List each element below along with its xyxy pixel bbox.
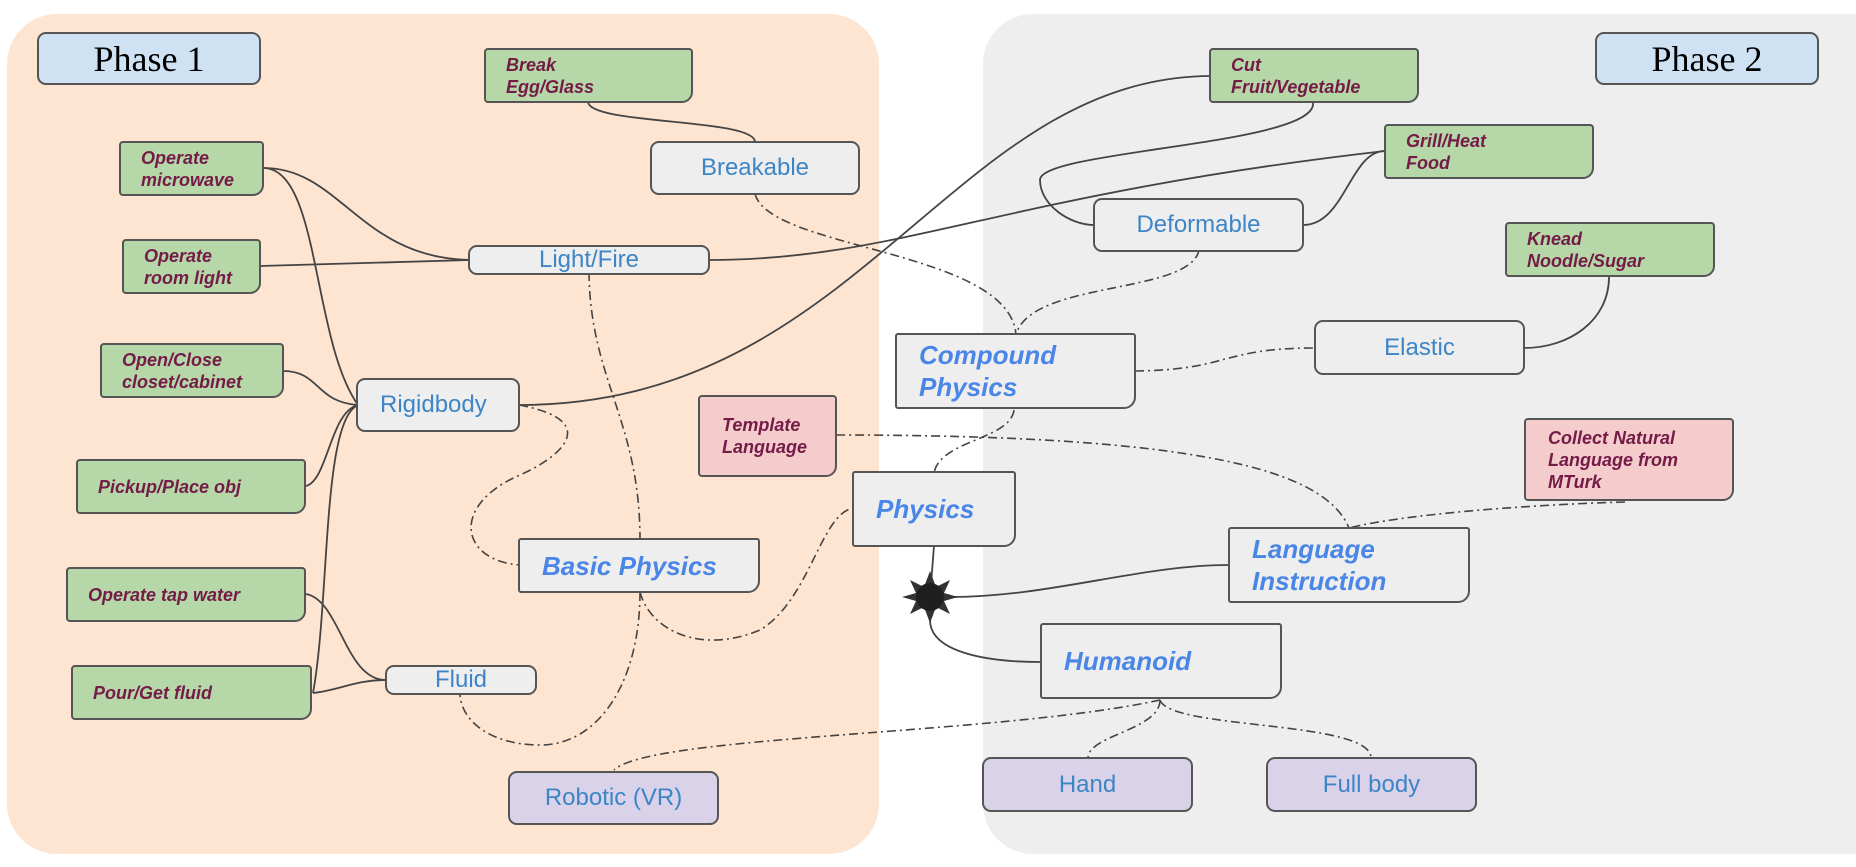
task-operate-tap-water-label: Operate tap water [88,584,241,605]
module-basic-physics-label: Basic Physics [542,550,717,581]
link-deformable-compound [1015,249,1200,336]
task-knead-noodle-sugar-label: Knead Noodle/Sugar [1527,228,1645,271]
link-humanoid-robotic [613,699,1161,771]
link-tapwater-fluid [305,593,387,681]
concept-deformable-label: Deformable [1136,211,1261,238]
link-basic-physics [639,507,854,641]
link-pour-fluid [312,679,387,694]
concept-elastic-label: Elastic [1384,333,1455,361]
link-microwave-lightfire [263,167,471,261]
task-break-egg-glass: Break Egg/Glass [484,48,693,103]
link-language-hub [949,564,1230,598]
phase2-text: Phase 2 [1651,38,1763,79]
link-closet-rigidbody [282,370,359,406]
link-humanoid-fullbody [1159,699,1372,759]
task-pour-get-fluid: Pour/Get fluid [71,665,312,720]
link-humanoid-hand [1087,699,1161,759]
link-breakable-compound [754,193,1017,336]
embodiment-full-body-label: Full body [1322,770,1421,798]
embodiment-hand: Hand [982,757,1193,812]
link-lightfire-grill [708,150,1386,261]
task-break-egg-glass-label: Break Egg/Glass [506,54,595,97]
link-knead-elastic [1523,276,1610,349]
module-humanoid: Humanoid [1040,623,1282,699]
concept-light-fire: Light/Fire [468,245,710,275]
link-mturk-language [1348,501,1626,529]
concept-rigidbody: Rigidbody [356,378,520,432]
module-language-instruction-label: Language Instruction [1252,534,1387,596]
concept-rigidbody-label: Rigidbody [380,391,487,418]
link-humanoid-hub [929,619,1042,663]
link-compound-elastic [1134,347,1316,372]
module-compound-physics: Compound Physics [895,333,1136,409]
task-grill-heat-food: Grill/Heat Food [1384,124,1594,179]
concept-breakable: Breakable [650,141,860,195]
task-operate-microwave: Operate microwave [119,141,264,196]
link-lightfire-basic [588,271,641,541]
concept-deformable: Deformable [1093,198,1304,252]
link-compound-physics [933,409,1015,474]
module-language-instruction: Language Instruction [1228,527,1470,603]
link-roomlight-lightfire [259,259,471,267]
embodiment-hand-label: Hand [1058,770,1117,798]
phase1-text: Phase 1 [93,38,205,79]
module-basic-physics: Basic Physics [518,538,760,593]
task-knead-noodle-sugar: Knead Noodle/Sugar [1505,222,1715,277]
concept-breakable-label: Breakable [700,154,810,181]
module-compound-physics-label: Compound Physics [919,340,1057,402]
task-open-close-closet: Open/Close closet/cabinet [100,343,284,398]
link-microwave-rigidbody [263,167,359,406]
mturk-language-label: Collect Natural Language from MTurk [1548,427,1679,492]
task-operate-room-light-label: Operate room light [144,245,232,288]
embodiment-robotic-vr: Robotic (VR) [508,771,719,825]
link-basic-fluid [459,591,641,746]
link-rigidbody-cut [518,75,1211,406]
phase1-label: Phase 1 [37,32,261,85]
task-cut-fruit-vegetable: Cut Fruit/Vegetable [1209,48,1419,103]
embodiment-full-body: Full body [1266,757,1477,812]
task-operate-room-light: Operate room light [122,239,261,294]
embodiment-robotic-vr-label: Robotic (VR) [544,784,683,811]
task-grill-heat-food-label: Grill/Heat Food [1406,130,1487,173]
mturk-language-source: Collect Natural Language from MTurk [1524,418,1734,501]
concept-light-fire-label: Light/Fire [538,246,640,273]
task-pickup-place: Pickup/Place obj [76,459,306,514]
link-cut-deformable [1039,101,1314,226]
task-open-close-closet-label: Open/Close closet/cabinet [122,349,243,392]
template-language-source: Template Language [698,395,837,477]
module-physics-label: Physics [876,494,975,524]
module-humanoid-label: Humanoid [1064,646,1192,676]
task-cut-fruit-vegetable-label: Cut Fruit/Vegetable [1231,54,1361,97]
link-deformable-grill [1302,150,1386,226]
template-language-label: Template Language [722,415,808,457]
phase2-label: Phase 2 [1595,32,1819,85]
concept-fluid: Fluid [385,665,537,695]
concept-elastic: Elastic [1314,320,1525,375]
task-operate-microwave-label: Operate microwave [141,147,235,190]
module-physics: Physics [852,471,1016,547]
task-operate-tap-water: Operate tap water [66,567,306,622]
task-pour-get-fluid-label: Pour/Get fluid [93,682,212,703]
task-pickup-place-label: Pickup/Place obj [98,476,242,497]
hub-circle [916,583,944,611]
concept-fluid-label: Fluid [434,666,488,693]
hub-node [902,571,958,623]
link-fluid-rigidbody [312,404,359,694]
link-template-language [835,434,1350,529]
link-egg-breakable [587,101,756,143]
link-pickup-rigidbody [305,404,359,487]
